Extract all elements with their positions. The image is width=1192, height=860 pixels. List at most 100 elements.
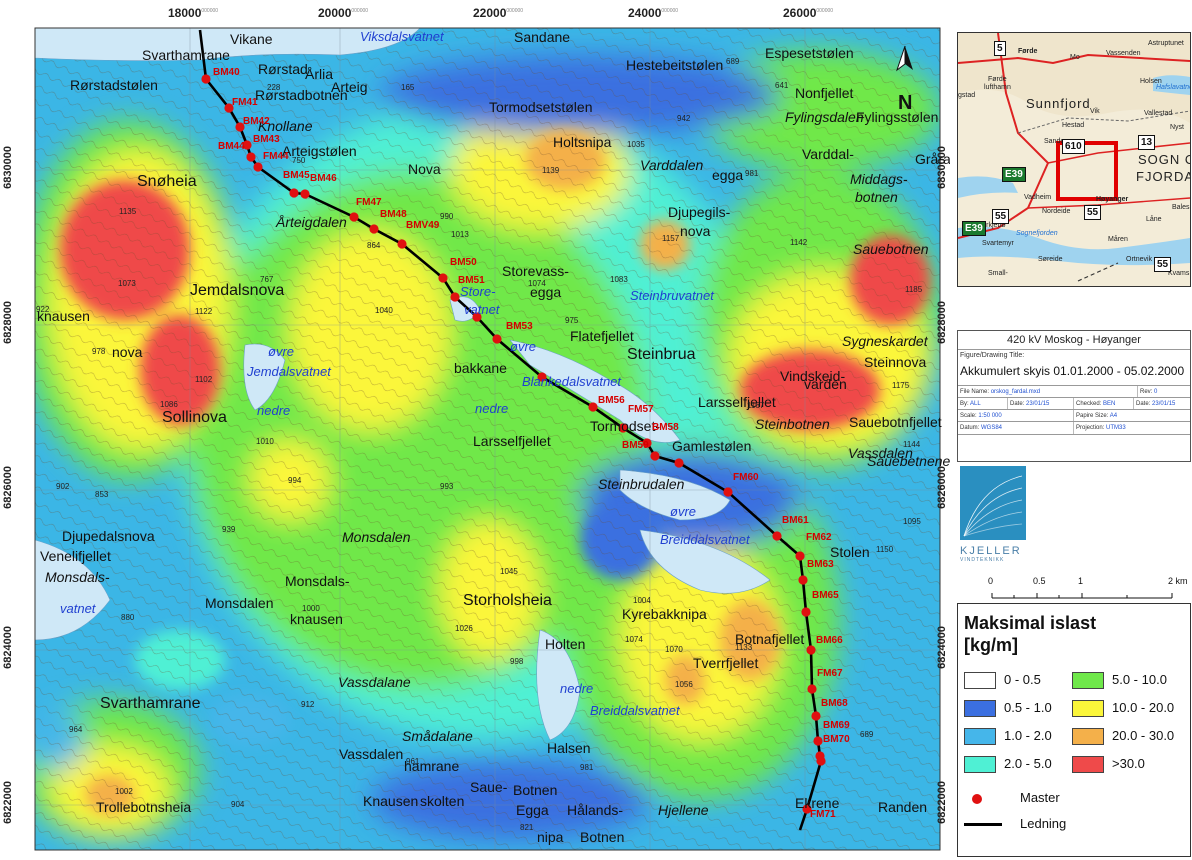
mast-marker-fm67[interactable] bbox=[807, 684, 817, 694]
mast-label: BM42 bbox=[243, 116, 270, 127]
place-label: Vindskeid- bbox=[780, 368, 846, 384]
elevation-label: 165 bbox=[401, 83, 415, 92]
mast-marker-fm71[interactable] bbox=[802, 804, 812, 814]
mast-marker-bm61[interactable] bbox=[772, 531, 782, 541]
place-label: Rørstadstølen bbox=[70, 77, 158, 93]
mast-label: BM61 bbox=[782, 515, 809, 526]
inset-place-label: Bales bbox=[1172, 204, 1190, 211]
elevation-label: 1083 bbox=[610, 275, 628, 284]
mast-marker-bm65[interactable] bbox=[801, 607, 811, 617]
place-label: Steinbotnen bbox=[755, 416, 830, 432]
mast-marker-bm43[interactable] bbox=[242, 140, 252, 150]
mast-marker-bm69[interactable] bbox=[813, 736, 823, 746]
kjeller-logo-icon bbox=[960, 466, 1026, 540]
place-label: Egga bbox=[516, 802, 549, 818]
mast-label: BM50 bbox=[450, 257, 477, 268]
mast-marker-bmv49[interactable] bbox=[397, 239, 407, 249]
mast-marker-bm50[interactable] bbox=[438, 273, 448, 283]
mast-marker-bm46[interactable] bbox=[300, 189, 310, 199]
x-tick: 18000000000 bbox=[168, 6, 218, 20]
mast-marker-bm70b[interactable] bbox=[816, 756, 826, 766]
ice-load-map[interactable] bbox=[0, 0, 950, 860]
y-tick-label-right: 6826000 bbox=[936, 466, 948, 509]
elevation-label: 904 bbox=[231, 800, 245, 809]
place-label: Arteig bbox=[331, 79, 368, 95]
mast-marker-bm59b[interactable] bbox=[674, 458, 684, 468]
place-label: skolten bbox=[420, 793, 465, 809]
place-label: Varddalen bbox=[640, 157, 704, 173]
mast-marker-bm59[interactable] bbox=[650, 451, 660, 461]
water-label: Breiddalsvatnet bbox=[660, 532, 750, 547]
legend-class-label: 1.0 - 2.0 bbox=[1004, 728, 1052, 743]
mast-marker-bm54[interactable] bbox=[537, 372, 547, 382]
inset-place-label: Vadheim bbox=[1024, 194, 1052, 201]
y-tick-label: 6828000 bbox=[2, 301, 14, 344]
place-label: Sollinova bbox=[162, 409, 227, 426]
mast-marker-fm41[interactable] bbox=[224, 103, 234, 113]
mast-marker-bm68[interactable] bbox=[811, 711, 821, 721]
place-label: Knausen bbox=[363, 793, 419, 809]
elevation-label: 1045 bbox=[500, 567, 518, 576]
mast-marker-fm57[interactable] bbox=[618, 423, 628, 433]
inset-place-label: Nordeide bbox=[1042, 208, 1071, 215]
road-shield: E39 bbox=[962, 221, 986, 236]
mast-marker-bm48[interactable] bbox=[369, 224, 379, 234]
mast-marker-bm52[interactable] bbox=[472, 312, 482, 322]
place-label: Sauebotnen bbox=[853, 241, 929, 257]
elevation-label: 912 bbox=[301, 700, 315, 709]
inset-place-label: Sognefjorden bbox=[1016, 230, 1058, 237]
mast-marker-bm56[interactable] bbox=[588, 402, 598, 412]
legend-swatch bbox=[1072, 672, 1104, 689]
water-label: Store- bbox=[460, 284, 496, 299]
elevation-label: 1035 bbox=[627, 140, 645, 149]
legend-swatch bbox=[1072, 728, 1104, 745]
place-label: Svarthamrane bbox=[142, 47, 230, 63]
mast-marker-fm47[interactable] bbox=[349, 212, 359, 222]
elevation-label: 902 bbox=[56, 482, 70, 491]
place-label: Trollebotnsheia bbox=[96, 799, 192, 815]
elevation-label: 1135 bbox=[119, 207, 137, 216]
rev-value: 0 bbox=[1154, 389, 1158, 395]
place-label: Svarthamrane bbox=[100, 695, 201, 712]
place-label: egga bbox=[530, 284, 562, 300]
elevation-label: 981 bbox=[745, 169, 759, 178]
elevation-label: 1056 bbox=[675, 680, 693, 689]
mast-marker-bm42[interactable] bbox=[235, 122, 245, 132]
mast-marker-bm63[interactable] bbox=[798, 575, 808, 585]
elevation-label: 1040 bbox=[375, 306, 393, 315]
place-label: Djupegils- bbox=[668, 204, 731, 220]
place-label: Stolen bbox=[830, 544, 870, 560]
y-tick-label: 6830000 bbox=[2, 146, 14, 189]
mast-marker-fm62[interactable] bbox=[795, 551, 805, 561]
ledning-symbol-icon bbox=[964, 823, 1002, 826]
water-label: vatnet bbox=[464, 302, 500, 317]
mast-marker-bm44[interactable] bbox=[246, 152, 256, 162]
place-label: Tormodsetstølen bbox=[489, 99, 593, 115]
x-tick: 26000000000 bbox=[783, 6, 833, 20]
elevation-label: 1000 bbox=[302, 604, 320, 613]
legend-class-label: 0 - 0.5 bbox=[1004, 672, 1041, 687]
mast-marker-bm40[interactable] bbox=[201, 74, 211, 84]
mast-marker-fm44[interactable] bbox=[253, 162, 263, 172]
place-label: Tormodset- bbox=[590, 418, 661, 434]
date2-value: 23/01/15 bbox=[1152, 401, 1176, 407]
mast-marker-bm45[interactable] bbox=[289, 188, 299, 198]
mast-label: FM60 bbox=[733, 472, 759, 483]
map-grid bbox=[35, 28, 940, 850]
mast-label: BM58 bbox=[652, 422, 679, 433]
kjeller-logo: KJELLER VINDTEKNIKK bbox=[960, 466, 1026, 566]
mast-marker-bm53[interactable] bbox=[492, 334, 502, 344]
mast-label: FM44 bbox=[263, 151, 289, 162]
mast-marker-bm58[interactable] bbox=[642, 438, 652, 448]
place-label: Knollane bbox=[258, 118, 313, 134]
place-label: Varddal- bbox=[802, 146, 854, 162]
mast-marker-fm60[interactable] bbox=[723, 487, 733, 497]
legend-swatch bbox=[964, 756, 996, 773]
map-raster bbox=[35, 28, 940, 850]
mast-label: BM45 bbox=[283, 170, 310, 181]
mast-marker-bm51[interactable] bbox=[450, 292, 460, 302]
mast-marker-bm66[interactable] bbox=[806, 645, 816, 655]
